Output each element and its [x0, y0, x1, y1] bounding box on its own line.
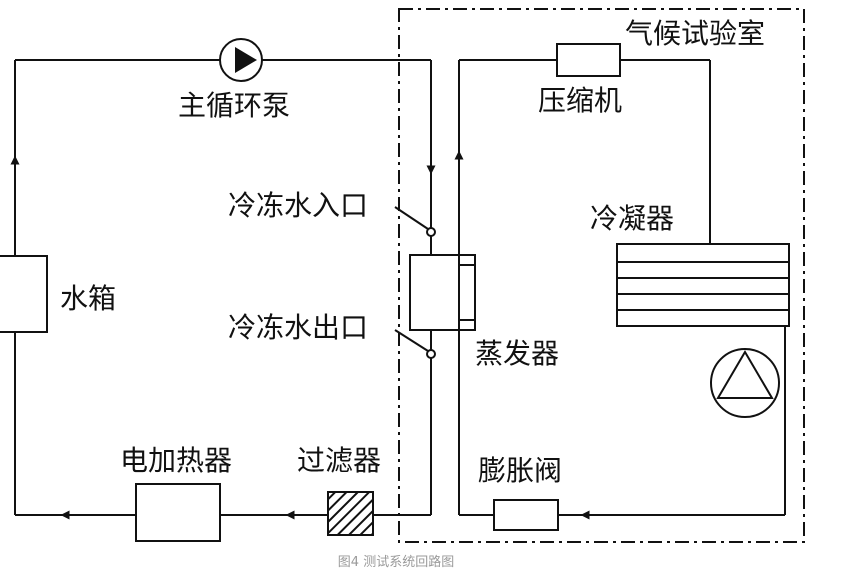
compressor-box [556, 43, 621, 77]
expansion-valve-label: 膨胀阀 [478, 454, 562, 487]
outlet-leader-line [394, 329, 429, 352]
fan-icon [710, 348, 780, 418]
chilled-water-outlet-point [426, 349, 436, 359]
climate-chamber-label: 气候试验室 [625, 17, 765, 50]
pump-icon [219, 38, 263, 82]
water-tank-box [0, 255, 48, 333]
figure-caption: 图4 测试系统回路图 [338, 554, 454, 570]
filter-label: 过滤器 [297, 444, 381, 477]
inlet-leader-line [394, 206, 429, 230]
refrigerant-loop [458, 59, 786, 516]
evaporator-label: 蒸发器 [475, 337, 559, 370]
compressor-label: 压缩机 [538, 84, 622, 117]
water-tank-label: 水箱 [60, 282, 116, 315]
main-pump-label: 主循环泵 [178, 89, 290, 122]
filter-hatch-icon [327, 491, 374, 536]
climate-chamber-boundary [398, 8, 805, 543]
chilled-water-inlet-label: 冷冻水入口 [228, 189, 368, 222]
condenser-coil [616, 243, 790, 327]
electric-heater-label: 电加热器 [120, 444, 232, 477]
evaporator-box [409, 254, 476, 331]
chilled-water-outlet-label: 冷冻水出口 [228, 311, 368, 344]
electric-heater-box [135, 483, 221, 542]
condenser-label: 冷凝器 [590, 202, 674, 235]
chilled-water-inlet-point [426, 227, 436, 237]
expansion-valve-box [493, 499, 559, 531]
